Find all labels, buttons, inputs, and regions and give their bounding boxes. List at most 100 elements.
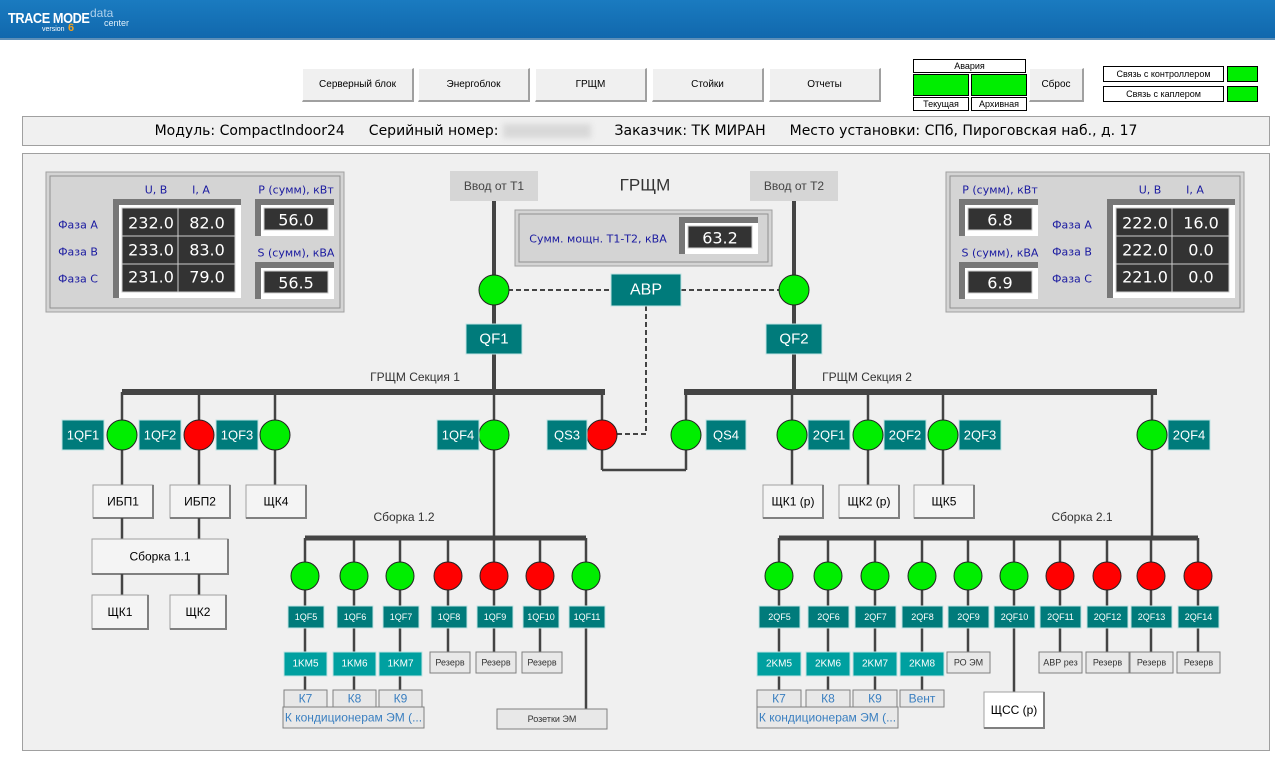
sborka12-breaker-1qf6[interactable]: 1QF6 (336, 605, 374, 629)
sborka11-button[interactable]: Сборка 1.1 (91, 538, 229, 575)
sborka21-contactor-2km5-box[interactable] (756, 651, 802, 677)
sborka12-breaker-1qf11-box[interactable] (568, 605, 606, 629)
section2-feeder-indicator[interactable] (1136, 419, 1168, 451)
sborka12-breaker-1qf9-box[interactable] (476, 605, 514, 629)
sborka21-breaker-2qf11-box[interactable] (1039, 605, 1082, 629)
sborka12-feeder-indicator[interactable] (433, 561, 463, 591)
nav-button-grshm[interactable]: ГРЩМ (535, 68, 647, 102)
sborka21-breaker-2qf8[interactable]: 2QF8 (901, 605, 944, 629)
sborka12-breaker-1qf9[interactable]: 1QF9 (476, 605, 514, 629)
load-щк2-р-[interactable]: ЩК2 (р) (838, 484, 900, 519)
sborka21-contactor-2km7-box[interactable] (852, 651, 898, 677)
qf2-button-box[interactable] (765, 323, 823, 355)
sborka21-feeder-indicator[interactable] (764, 561, 794, 591)
sborka21-feeder-indicator[interactable] (860, 561, 890, 591)
sborka21-breaker-2qf9[interactable]: 2QF9 (947, 605, 990, 629)
section1-feeder-indicator[interactable] (259, 419, 291, 451)
sborka21-feeder-indicator[interactable] (907, 561, 937, 591)
sborka11-button-box[interactable] (91, 538, 229, 575)
section2-feeder-indicator[interactable] (776, 419, 808, 451)
sborka21-feeder-indicator[interactable] (1183, 561, 1213, 591)
section2-feeder-2qf3[interactable]: 2QF3 (958, 419, 1002, 451)
sborka12-contactor-1km5-box[interactable] (283, 651, 328, 677)
section2-feeder-2qf4-box[interactable] (1167, 419, 1211, 451)
sborka12-breaker-1qf8[interactable]: 1QF8 (430, 605, 468, 629)
qs3-indicator[interactable] (586, 419, 618, 451)
sborka12-breaker-1qf11[interactable]: 1QF11 (568, 605, 606, 629)
sborka21-contactor-2km6-box[interactable] (805, 651, 851, 677)
sborka21-contactor-2km8[interactable]: 2KM8 (899, 651, 945, 677)
sborka21-contactor-2km6[interactable]: 2KM6 (805, 651, 851, 677)
section1-feeder-indicator[interactable] (106, 419, 138, 451)
section2-feeder-2qf1-box[interactable] (807, 419, 851, 451)
sborka12-feeder-indicator[interactable] (479, 561, 509, 591)
sborka12-breaker-1qf7-box[interactable] (382, 605, 420, 629)
section1-feeder-indicator[interactable] (183, 419, 215, 451)
sborka12-breaker-1qf5-box[interactable] (287, 605, 325, 629)
sborka21-contactor-2km7[interactable]: 2KM7 (852, 651, 898, 677)
section2-feeder-indicator[interactable] (927, 419, 959, 451)
sborka12-breaker-1qf10-box[interactable] (522, 605, 560, 629)
load-щк5[interactable]: ЩК5 (913, 484, 975, 519)
qf1-button-box[interactable] (465, 323, 523, 355)
sborka12-contactor-1km6-box[interactable] (332, 651, 377, 677)
section2-feeder-2qf2-box[interactable] (883, 419, 927, 451)
load-щк4[interactable]: ЩК4 (245, 484, 307, 519)
qs3-button[interactable]: QS3 (546, 419, 588, 451)
sborka12-breaker-1qf5[interactable]: 1QF5 (287, 605, 325, 629)
sborka21-feeder-indicator[interactable] (1136, 561, 1166, 591)
sborka11-load-shk1-box[interactable] (91, 594, 149, 630)
sborka12-contactor-1km5[interactable]: 1KM5 (283, 651, 328, 677)
load-щк5-box[interactable] (913, 484, 975, 519)
sborka21-contactor-2km8-box[interactable] (899, 651, 945, 677)
nav-button-server-block[interactable]: Серверный блок (302, 68, 414, 102)
section1-feeder-indicator[interactable] (478, 419, 510, 451)
sborka21-breaker-2qf14[interactable]: 2QF14 (1177, 605, 1220, 629)
section1-feeder-1qf2-box[interactable] (138, 419, 182, 451)
sborka12-breaker-1qf6-box[interactable] (336, 605, 374, 629)
section1-feeder-1qf3-box[interactable] (215, 419, 259, 451)
sborka12-breaker-1qf7[interactable]: 1QF7 (382, 605, 420, 629)
sborka21-feeder-indicator[interactable] (813, 561, 843, 591)
avr-button[interactable]: АВР (610, 273, 682, 307)
sborka21-breaker-2qf5-box[interactable] (758, 605, 801, 629)
sborka12-breaker-1qf8-box[interactable] (430, 605, 468, 629)
sborka21-feeder-indicator[interactable] (1045, 561, 1075, 591)
sborka12-breaker-1qf10[interactable]: 1QF10 (522, 605, 560, 629)
sborka12-contactor-1km7[interactable]: 1KM7 (378, 651, 423, 677)
sborka21-breaker-2qf7-box[interactable] (854, 605, 897, 629)
sborka21-breaker-2qf10[interactable]: 2QF10 (993, 605, 1036, 629)
qs4-button-box[interactable] (705, 419, 747, 451)
sborka12-feeder-indicator[interactable] (571, 561, 601, 591)
qf2-indicator[interactable] (778, 274, 810, 306)
sborka21-breaker-2qf14-box[interactable] (1177, 605, 1220, 629)
load-щк2-р--box[interactable] (838, 484, 900, 519)
qs4-indicator[interactable] (670, 419, 702, 451)
sborka21-breaker-2qf9-box[interactable] (947, 605, 990, 629)
sborka21-breaker-2qf5[interactable]: 2QF5 (758, 605, 801, 629)
sborka21-feeder-indicator[interactable] (1092, 561, 1122, 591)
qf1-indicator[interactable] (478, 274, 510, 306)
section2-feeder-2qf1[interactable]: 2QF1 (807, 419, 851, 451)
sborka21-breaker-2qf13[interactable]: 2QF13 (1130, 605, 1173, 629)
nav-button-reports[interactable]: Отчеты (769, 68, 881, 102)
section2-feeder-2qf3-box[interactable] (958, 419, 1002, 451)
sborka12-feeder-indicator[interactable] (385, 561, 415, 591)
sborka12-feeder-indicator[interactable] (339, 561, 369, 591)
sborka11-load-shk1[interactable]: ЩК1 (91, 594, 149, 630)
sborka21-breaker-2qf10-box[interactable] (993, 605, 1036, 629)
sborka11-load-shk2[interactable]: ЩК2 (169, 594, 227, 630)
sborka12-feeder-indicator[interactable] (525, 561, 555, 591)
sborka12-contactor-1km7-box[interactable] (378, 651, 423, 677)
load-щк1-р-[interactable]: ЩК1 (р) (762, 484, 824, 519)
section1-feeder-1qf4[interactable]: 1QF4 (436, 419, 480, 451)
sborka21-breaker-2qf12[interactable]: 2QF12 (1086, 605, 1129, 629)
section1-feeder-1qf2[interactable]: 1QF2 (138, 419, 182, 451)
nav-button-power-block[interactable]: Энергоблок (418, 68, 530, 102)
sborka21-breaker-2qf13-box[interactable] (1130, 605, 1173, 629)
qs4-button[interactable]: QS4 (705, 419, 747, 451)
section1-feeder-1qf1-box[interactable] (61, 419, 105, 451)
sborka21-feeder-indicator[interactable] (953, 561, 983, 591)
sborka12-contactor-1km6[interactable]: 1KM6 (332, 651, 377, 677)
sborka21-breaker-2qf12-box[interactable] (1086, 605, 1129, 629)
